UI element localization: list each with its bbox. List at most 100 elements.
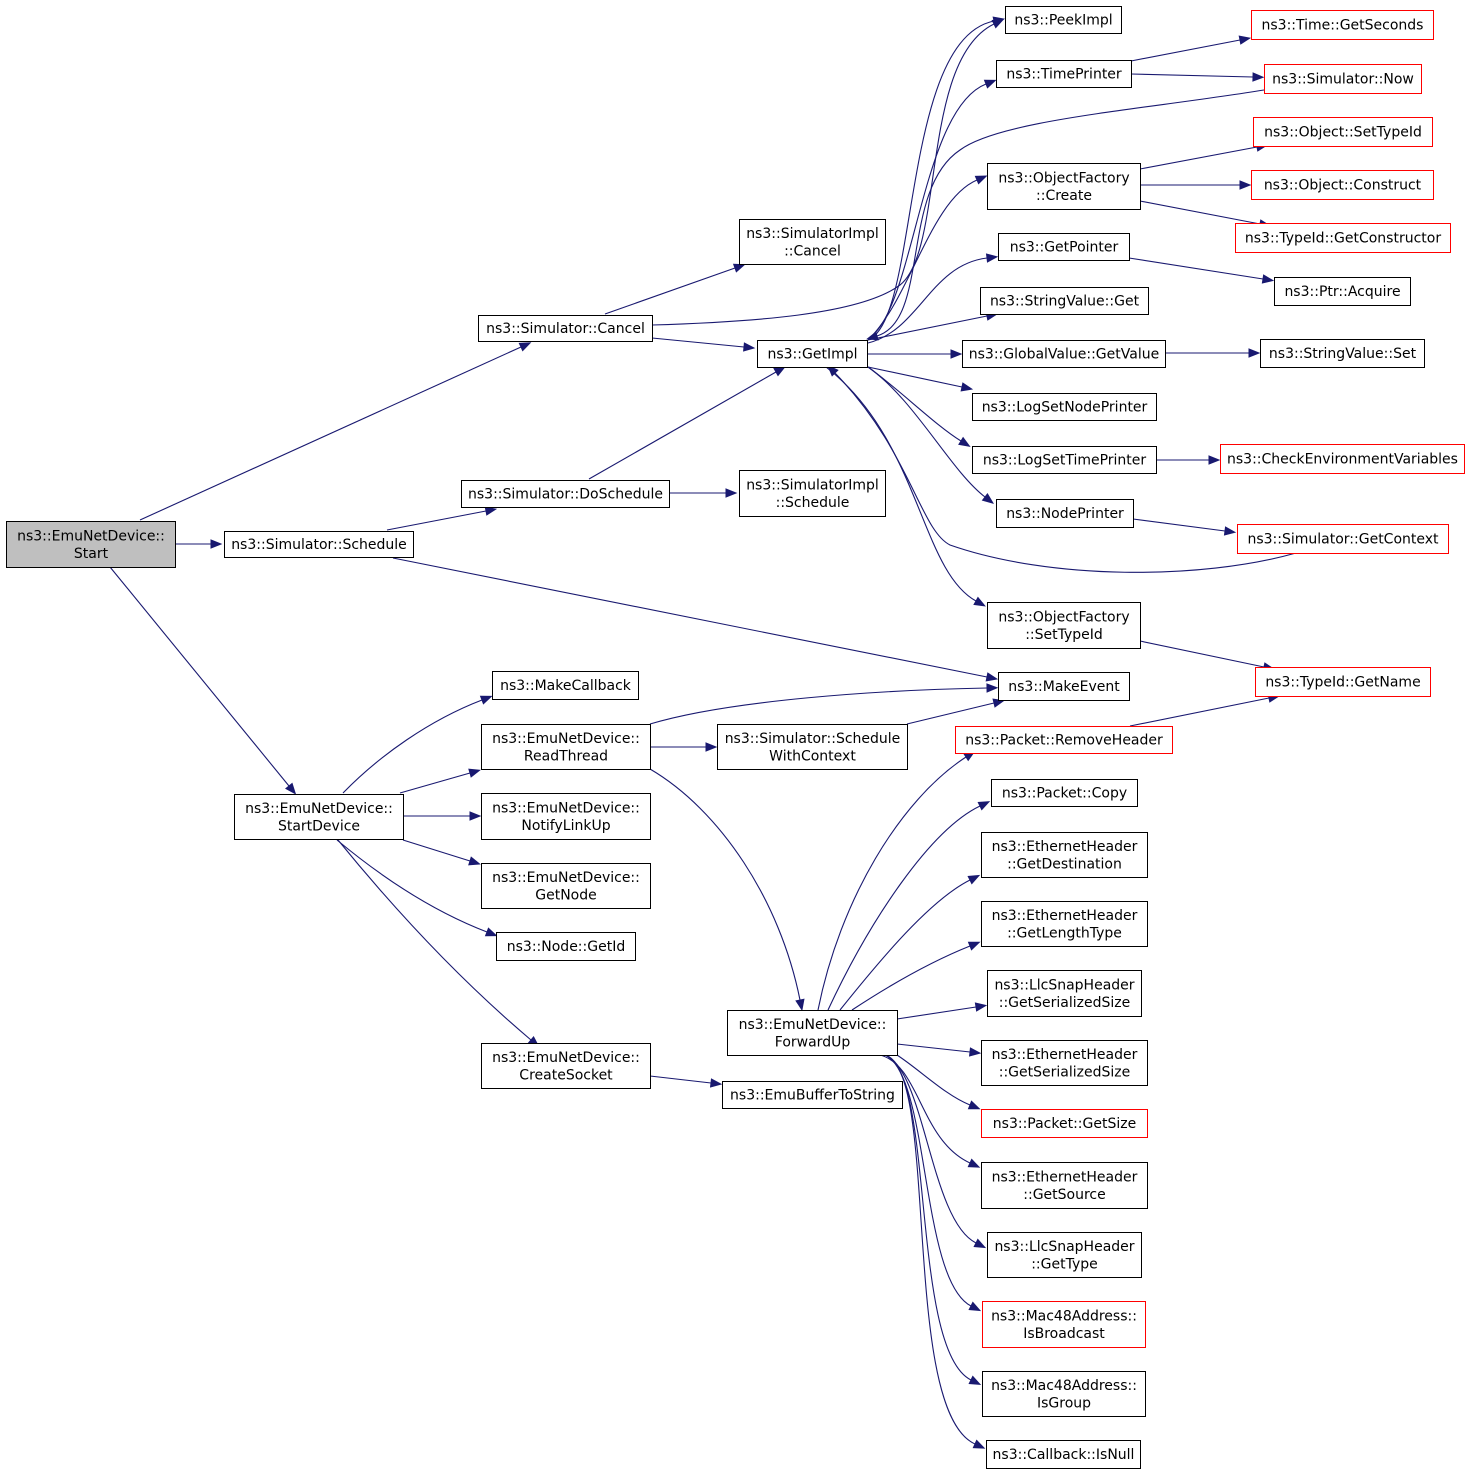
node-logsetnode[interactable]: ns3::LogSetNodePrinter: [972, 393, 1157, 421]
node-simimplcancel[interactable]: ns3::SimulatorImpl::Cancel: [739, 219, 886, 265]
node-box[interactable]: [981, 1162, 1148, 1209]
node-box[interactable]: [986, 1440, 1141, 1469]
node-ptracquire[interactable]: ns3::Ptr::Acquire: [1274, 277, 1411, 306]
node-svget[interactable]: ns3::StringValue::Get: [980, 287, 1149, 315]
node-cancel[interactable]: ns3::Simulator::Cancel: [478, 315, 653, 342]
node-box[interactable]: [972, 393, 1157, 421]
node-box[interactable]: [1253, 117, 1433, 147]
node-box[interactable]: [739, 470, 886, 517]
node-box[interactable]: [982, 1371, 1146, 1417]
node-timegetseconds[interactable]: ns3::Time::GetSeconds: [1251, 10, 1434, 40]
node-box[interactable]: [481, 724, 651, 770]
node-box[interactable]: [1260, 339, 1425, 368]
node-gvgetvalue[interactable]: ns3::GlobalValue::GetValue: [962, 340, 1166, 368]
node-svset[interactable]: ns3::StringValue::Set: [1260, 339, 1425, 368]
node-box[interactable]: [962, 340, 1166, 368]
node-timeprinter[interactable]: ns3::TimePrinter: [996, 60, 1132, 88]
node-box[interactable]: [492, 671, 639, 700]
node-box[interactable]: [996, 60, 1132, 88]
node-typeidgetctor[interactable]: ns3::TypeId::GetConstructor: [1235, 223, 1451, 253]
node-box[interactable]: [987, 1232, 1142, 1278]
node-box[interactable]: [1255, 667, 1431, 697]
node-box[interactable]: [481, 793, 651, 840]
node-box[interactable]: [980, 287, 1149, 315]
node-ehgetsersize[interactable]: ns3::EthernetHeader::GetSerializedSize: [981, 1040, 1148, 1086]
node-makeevent[interactable]: ns3::MakeEvent: [998, 672, 1130, 701]
node-nodegetid[interactable]: ns3::Node::GetId: [496, 932, 636, 961]
node-macisgroup[interactable]: ns3::Mac48Address::IsGroup: [982, 1371, 1146, 1417]
node-box[interactable]: [481, 863, 651, 909]
node-makecallback[interactable]: ns3::MakeCallback: [492, 671, 639, 700]
node-box[interactable]: [1251, 10, 1434, 40]
node-simgetcontext[interactable]: ns3::Simulator::GetContext: [1237, 524, 1449, 554]
node-ehgetsource[interactable]: ns3::EthernetHeader::GetSource: [981, 1162, 1148, 1209]
node-box[interactable]: [6, 521, 176, 568]
node-box[interactable]: [996, 499, 1134, 528]
node-getpointer[interactable]: ns3::GetPointer: [998, 233, 1130, 261]
node-doschedule[interactable]: ns3::Simulator::DoSchedule: [461, 480, 670, 508]
node-start[interactable]: ns3::EmuNetDevice::Start: [6, 521, 176, 568]
node-box[interactable]: [1237, 524, 1449, 554]
node-ofcreate[interactable]: ns3::ObjectFactory::Create: [987, 163, 1141, 210]
node-objsettypeid[interactable]: ns3::Object::SetTypeId: [1253, 117, 1433, 147]
node-schedule[interactable]: ns3::Simulator::Schedule: [224, 531, 414, 558]
node-box[interactable]: [991, 779, 1138, 807]
node-ehgetlentype[interactable]: ns3::EthernetHeader::GetLengthType: [981, 901, 1148, 947]
node-createsocket[interactable]: ns3::EmuNetDevice::CreateSocket: [481, 1043, 651, 1089]
node-box[interactable]: [981, 832, 1148, 878]
node-simnow[interactable]: ns3::Simulator::Now: [1264, 64, 1422, 94]
node-box[interactable]: [234, 794, 404, 840]
node-box[interactable]: [461, 480, 670, 508]
node-llcgetsersize[interactable]: ns3::LlcSnapHeader::GetSerializedSize: [987, 970, 1142, 1017]
node-box[interactable]: [496, 932, 636, 961]
node-box[interactable]: [1005, 6, 1122, 34]
node-removeheader[interactable]: ns3::Packet::RemoveHeader: [955, 726, 1173, 754]
node-ofsettypeid[interactable]: ns3::ObjectFactory::SetTypeId: [987, 602, 1141, 649]
node-box[interactable]: [727, 1010, 898, 1056]
node-box[interactable]: [717, 724, 908, 770]
node-box[interactable]: [982, 1301, 1146, 1348]
node-box[interactable]: [981, 1040, 1148, 1086]
node-box[interactable]: [224, 531, 414, 558]
node-box[interactable]: [1264, 64, 1422, 94]
node-box[interactable]: [987, 163, 1141, 210]
node-llcgettype[interactable]: ns3::LlcSnapHeader::GetType: [987, 1232, 1142, 1278]
node-ehgetdest[interactable]: ns3::EthernetHeader::GetDestination: [981, 832, 1148, 878]
node-logsettime[interactable]: ns3::LogSetTimePrinter: [972, 446, 1157, 474]
node-emubuffer[interactable]: ns3::EmuBufferToString: [722, 1081, 903, 1109]
node-callbackisnull[interactable]: ns3::Callback::IsNull: [986, 1440, 1141, 1469]
node-typeidgetname[interactable]: ns3::TypeId::GetName: [1255, 667, 1431, 697]
node-getnode[interactable]: ns3::EmuNetDevice::GetNode: [481, 863, 651, 909]
node-box[interactable]: [972, 446, 1157, 474]
node-checkenv[interactable]: ns3::CheckEnvironmentVariables: [1220, 444, 1465, 474]
node-box[interactable]: [981, 1109, 1148, 1138]
node-nodeprinter[interactable]: ns3::NodePrinter: [996, 499, 1134, 528]
node-notifylinkup[interactable]: ns3::EmuNetDevice::NotifyLinkUp: [481, 793, 651, 840]
node-box[interactable]: [987, 970, 1142, 1017]
node-box[interactable]: [722, 1081, 903, 1109]
node-box[interactable]: [1235, 223, 1451, 253]
node-box[interactable]: [757, 340, 868, 368]
node-box[interactable]: [998, 672, 1130, 701]
node-box[interactable]: [981, 901, 1148, 947]
node-readthread[interactable]: ns3::EmuNetDevice::ReadThread: [481, 724, 651, 770]
node-box[interactable]: [1274, 277, 1411, 306]
node-simimplschedule[interactable]: ns3::SimulatorImpl::Schedule: [739, 470, 886, 517]
node-forwardup[interactable]: ns3::EmuNetDevice::ForwardUp: [727, 1010, 898, 1056]
node-box[interactable]: [1220, 444, 1465, 474]
node-box[interactable]: [955, 726, 1173, 754]
node-objconstruct[interactable]: ns3::Object::Construct: [1251, 170, 1434, 200]
node-box[interactable]: [987, 602, 1141, 649]
node-box[interactable]: [739, 219, 886, 265]
node-box[interactable]: [1251, 170, 1434, 200]
node-packetcopy[interactable]: ns3::Packet::Copy: [991, 779, 1138, 807]
node-box[interactable]: [481, 1043, 651, 1089]
node-startdevice[interactable]: ns3::EmuNetDevice::StartDevice: [234, 794, 404, 840]
node-macisbroadcast[interactable]: ns3::Mac48Address::IsBroadcast: [982, 1301, 1146, 1348]
node-box[interactable]: [478, 315, 653, 342]
node-peekimpl[interactable]: ns3::PeekImpl: [1005, 6, 1122, 34]
node-box[interactable]: [998, 233, 1130, 261]
node-packetgetsize[interactable]: ns3::Packet::GetSize: [981, 1109, 1148, 1138]
node-getimpl[interactable]: ns3::GetImpl: [757, 340, 868, 368]
